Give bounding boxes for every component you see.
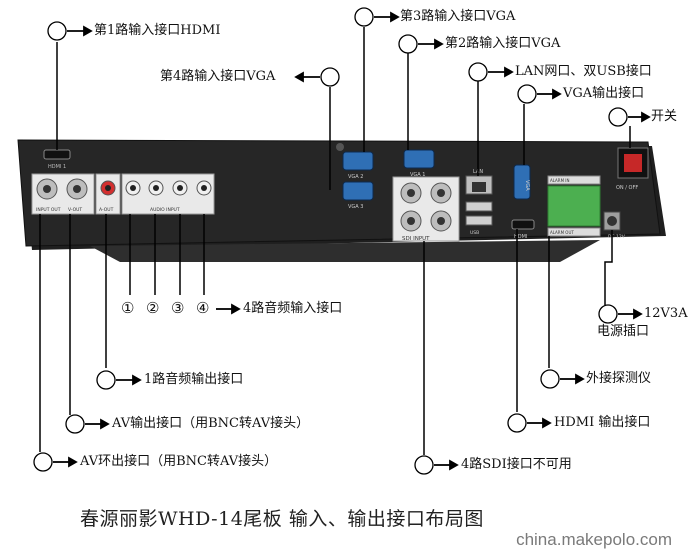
hdmi1-port (43, 149, 71, 160)
bnc-port-2-core (73, 185, 81, 193)
usb-port-2 (465, 215, 493, 226)
label-power-socket: 电源插口 (597, 324, 650, 339)
audio-in-port-3-core (177, 185, 183, 191)
vga3-port (342, 181, 374, 201)
a-out-text: A-OUT (99, 207, 114, 213)
label-num-1: ① (121, 299, 135, 317)
label-audio-out-1: 1路音频输出接口 (144, 372, 244, 387)
hdmi-out-port (511, 219, 535, 230)
dc-power-port-hole (607, 216, 617, 226)
label-sdi-in-4: 4路SDI接口不可用 (461, 457, 572, 472)
sdi-port-3-core (407, 217, 415, 225)
label-num-4: ④ (196, 299, 210, 317)
vga2-port (342, 151, 374, 171)
vga-out-port (513, 164, 531, 200)
alarm-out-strip (547, 227, 601, 237)
sdi-input-text: SDI INPUT (402, 236, 430, 242)
label-vga-in-2: 第2路输入接口VGA (445, 36, 561, 51)
label-ext-probe: 外接探测仪 (586, 371, 652, 386)
power-switch-rocker (624, 154, 642, 172)
usb-text: USB (470, 230, 479, 236)
sdi-port-2-core (437, 189, 445, 197)
diagram-title: 春源丽影WHD-14尾板 输入、输出接口布局图 (80, 508, 484, 530)
label-av-out: AV输出接口（用BNC转AV接头） (112, 416, 310, 431)
alarm-terminal (547, 185, 601, 227)
hdmi1-text: HDMI 1 (48, 164, 66, 170)
label-lan-usb: LAN网口、双USB接口 (515, 64, 652, 79)
on-off-text: ON / OFF (616, 185, 638, 191)
callout-markers (33, 7, 628, 475)
label-vga-in-4: 第4路输入接口VGA (160, 69, 276, 84)
sdi-port-1-core (407, 189, 415, 197)
alarm-label-strip (547, 175, 601, 185)
label-num-2: ② (146, 299, 160, 317)
dc12v-text: DC 12V (608, 234, 626, 240)
leader-lines (39, 27, 631, 455)
screw (336, 143, 344, 151)
label-av-loop: AV环出接口（用BNC转AV接头） (80, 454, 278, 469)
vga-out-text: VGA (524, 180, 530, 191)
vga1-port (403, 149, 435, 169)
label-audio-in-4: 4路音频输入接口 (243, 301, 343, 316)
panel-foot (90, 240, 600, 262)
label-hdmi-in-1: 第1路输入接口HDMI (94, 23, 221, 38)
bnc-port-1-core (43, 185, 51, 193)
audio-input-text: AUDIO INPUT (150, 207, 180, 213)
watermark: china.makepolo.com (516, 530, 672, 549)
audio-out-port-core (105, 185, 111, 191)
device-panel: HDMI 1 INPUT OUT V-OUT A-OUT AUDIO INPUT… (17, 139, 666, 262)
label-power-12v: 12V3A (644, 306, 688, 321)
alarm-out-text: ALARM OUT (550, 230, 574, 235)
panel-body (17, 139, 661, 247)
callout-arrows (53, 11, 651, 471)
v-out-text: V-OUT (68, 207, 82, 213)
label-power-switch: 开关 (651, 109, 678, 124)
vga1-text: VGA 1 (410, 172, 426, 178)
hdmi-out-text: HDMI (514, 234, 527, 240)
audio-in-port-1-core (130, 185, 136, 191)
sdi-port-4-core (437, 217, 445, 225)
alarm-in-text: ALARM IN (550, 178, 569, 183)
vga3-text: VGA 3 (348, 204, 364, 210)
usb-port-1 (465, 201, 493, 212)
audio-in-port-4-core (201, 185, 207, 191)
label-vga-out: VGA输出接口 (563, 86, 645, 101)
label-vga-in-3: 第3路输入接口VGA (400, 9, 516, 24)
label-num-3: ③ (171, 299, 185, 317)
input-out-text: INPUT OUT (36, 207, 61, 213)
label-hdmi-out: HDMI 输出接口 (554, 415, 651, 430)
vga2-text: VGA 2 (348, 174, 364, 180)
audio-in-port-2-core (153, 185, 159, 191)
lan-port-hole (472, 182, 486, 192)
